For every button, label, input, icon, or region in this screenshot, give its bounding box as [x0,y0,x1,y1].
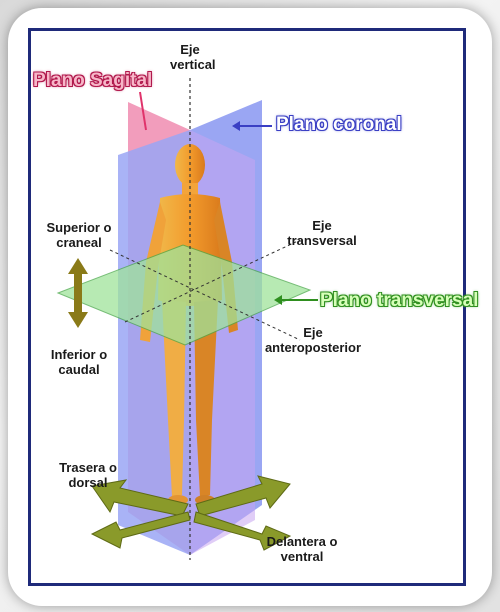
delantera-label: Delantera o ventral [256,534,348,564]
inferior-label: Inferior o caudal [40,347,118,377]
superior-label: Superior o craneal [40,220,118,250]
vertical-axis-label: Eje vertical [170,42,210,72]
trasera-label: Trasera o dorsal [48,460,128,490]
transversal-axis-label: Eje transversal [282,218,362,248]
coronal-plane-label: Plano coronal [276,114,402,136]
anteroposterior-axis-label: Eje anteroposterior [258,325,368,355]
sagital-plane-label: Plano Sagital [33,70,152,92]
transversal-plane-label: Plano transversal [320,290,478,312]
